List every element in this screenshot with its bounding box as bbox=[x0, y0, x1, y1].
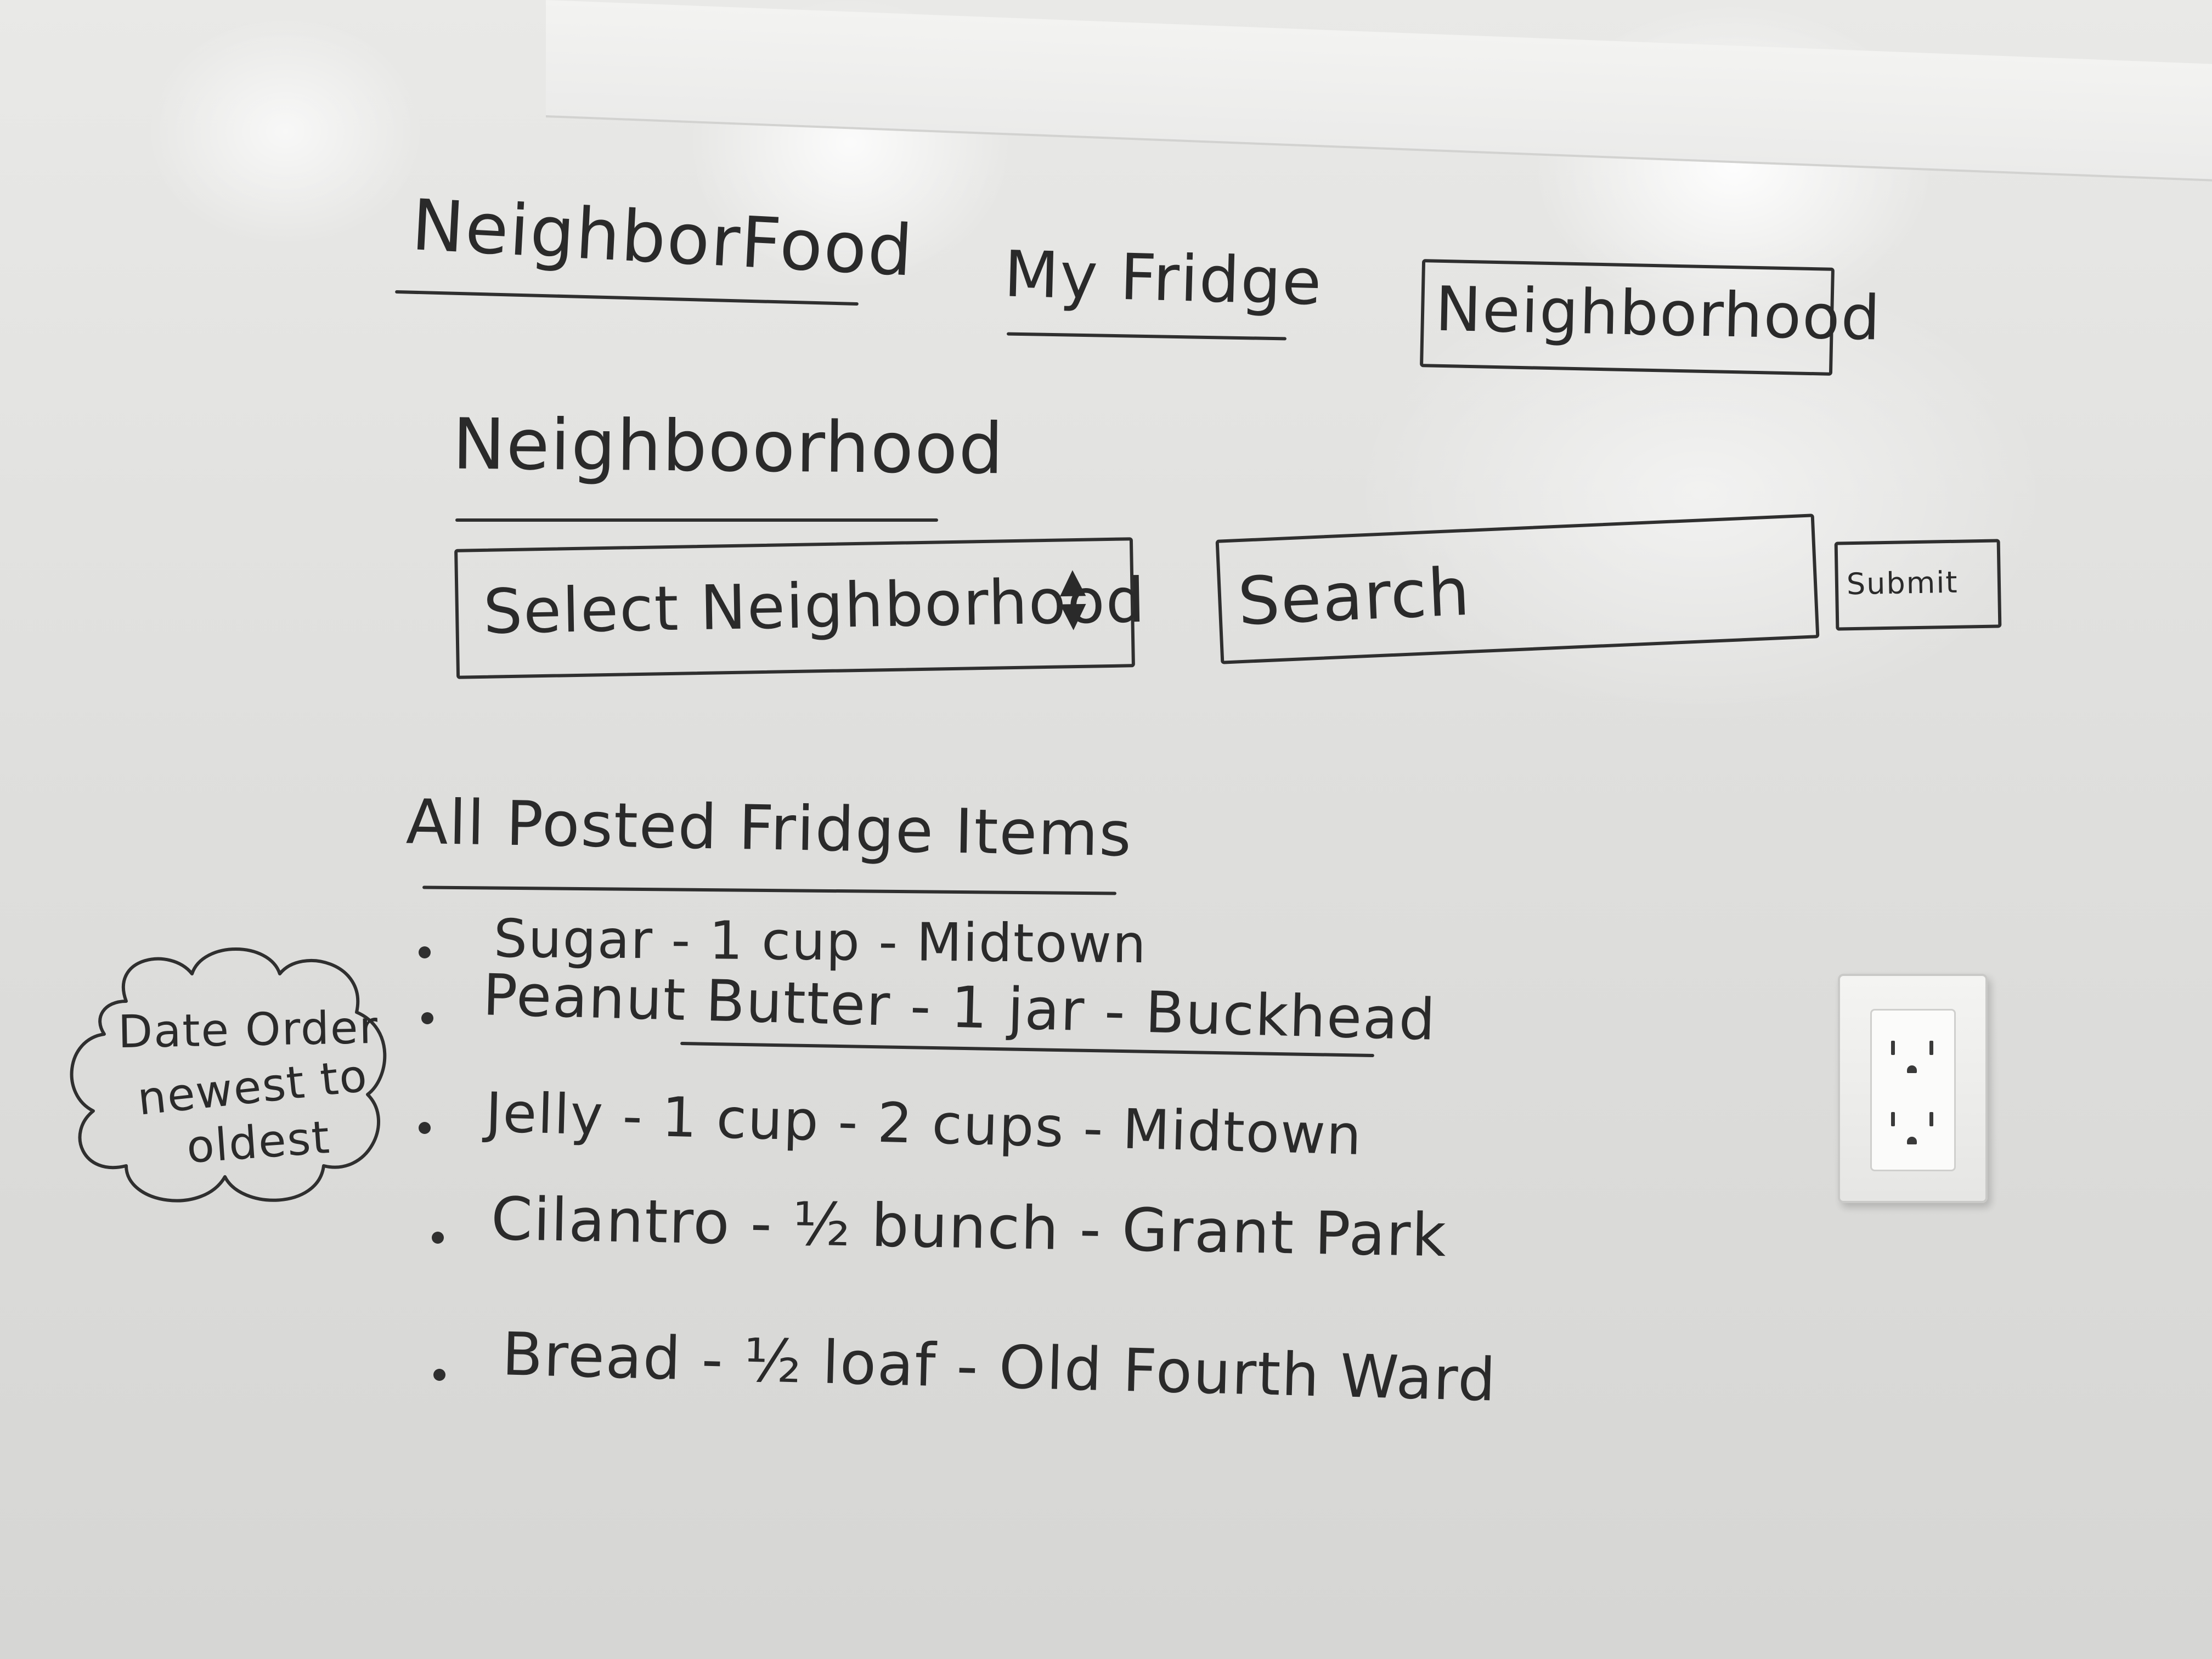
list-bullet bbox=[433, 1369, 445, 1381]
chevron-updown-icon: ▲ ▼ bbox=[1059, 560, 1087, 635]
neighborhood-select-value: Select Neighborhood bbox=[482, 565, 1147, 648]
outlet-slot bbox=[1891, 1112, 1895, 1126]
list-bullet bbox=[419, 1122, 431, 1134]
list-bullet bbox=[421, 1012, 433, 1024]
search-input[interactable]: Search bbox=[1215, 514, 1820, 664]
neighborhood-select[interactable]: Select Neighborhood ▲ ▼ bbox=[454, 537, 1147, 679]
outlet-slot bbox=[1891, 1041, 1895, 1055]
outlet-ground bbox=[1907, 1137, 1917, 1144]
submit-label: Submit bbox=[1846, 565, 1959, 602]
note-line-1: Date Order bbox=[117, 1001, 379, 1059]
section-heading-underline bbox=[455, 518, 938, 522]
outlet-ground bbox=[1907, 1065, 1917, 1073]
electrical-outlet-icon bbox=[1838, 974, 1988, 1203]
nav-neighborhood-tab[interactable]: Neighborhood bbox=[1420, 259, 1882, 376]
outlet-slot bbox=[1929, 1112, 1933, 1126]
nav-neighborhood-label: Neighborhood bbox=[1434, 273, 1882, 354]
list-bullet bbox=[419, 946, 431, 958]
submit-button[interactable]: Submit bbox=[1834, 539, 2002, 631]
nav-my-fridge[interactable]: My Fridge bbox=[1003, 237, 1324, 320]
list-bullet bbox=[432, 1232, 444, 1244]
outlet-face bbox=[1870, 1009, 1956, 1171]
search-placeholder: Search bbox=[1236, 554, 1472, 641]
outlet-slot bbox=[1929, 1041, 1933, 1055]
note-cloud bbox=[70, 947, 387, 1203]
section-heading: Neighboorhood bbox=[452, 403, 1005, 490]
list-heading: All Posted Fridge Items bbox=[405, 786, 1133, 871]
note-line-3: oldest bbox=[185, 1111, 332, 1174]
